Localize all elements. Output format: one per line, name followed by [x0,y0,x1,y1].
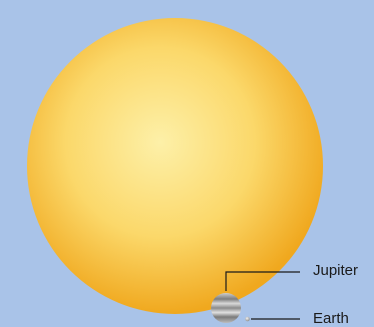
sun [27,18,323,314]
jupiter-label: Jupiter [313,262,359,279]
earth [245,316,250,322]
jupiter-leader-line [225,271,300,291]
earth-label: Earth [313,310,349,327]
jupiter [211,293,241,323]
